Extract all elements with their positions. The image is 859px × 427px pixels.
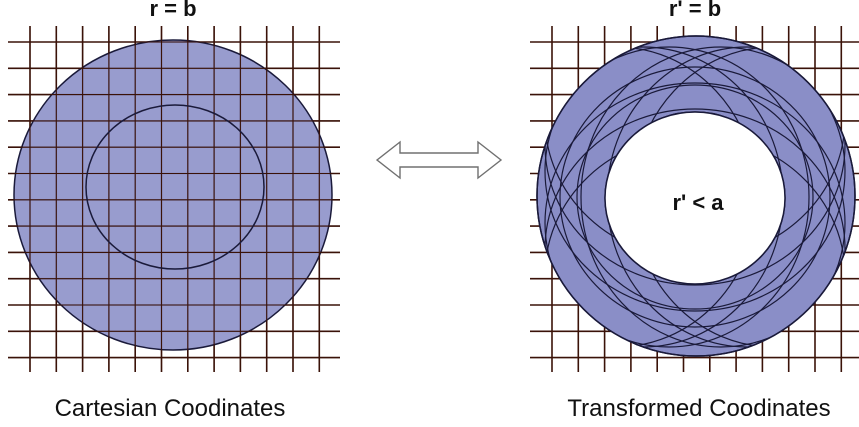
left-inner-circle — [85, 104, 265, 270]
transformed-grid-arc — [580, 46, 855, 348]
right-outer-outline — [536, 35, 856, 357]
left-caption: Cartesian Coodinates — [55, 395, 286, 422]
double-arrow-icon — [375, 140, 503, 180]
right-caption: Transformed Coodinates — [567, 395, 830, 422]
left-grid-overlay — [8, 26, 340, 372]
left-panel: r = b Cartesian Coodinates — [8, 0, 340, 422]
transformed-grid-arc — [537, 46, 810, 348]
right-boundary-label: r' = b — [669, 0, 721, 21]
right-panel: r' < a r' = b Transformed Coodinates — [530, 0, 859, 422]
left-outer-disk — [13, 39, 333, 351]
transformed-grid-arc — [576, 84, 814, 310]
right-inner-hole — [604, 111, 786, 285]
transformed-grid-arc — [544, 36, 846, 312]
right-inner-label: r' < a — [672, 190, 724, 215]
transformed-grid-arc — [559, 66, 831, 328]
transformed-grid-arc — [544, 82, 846, 356]
left-boundary-label: r = b — [149, 0, 196, 21]
